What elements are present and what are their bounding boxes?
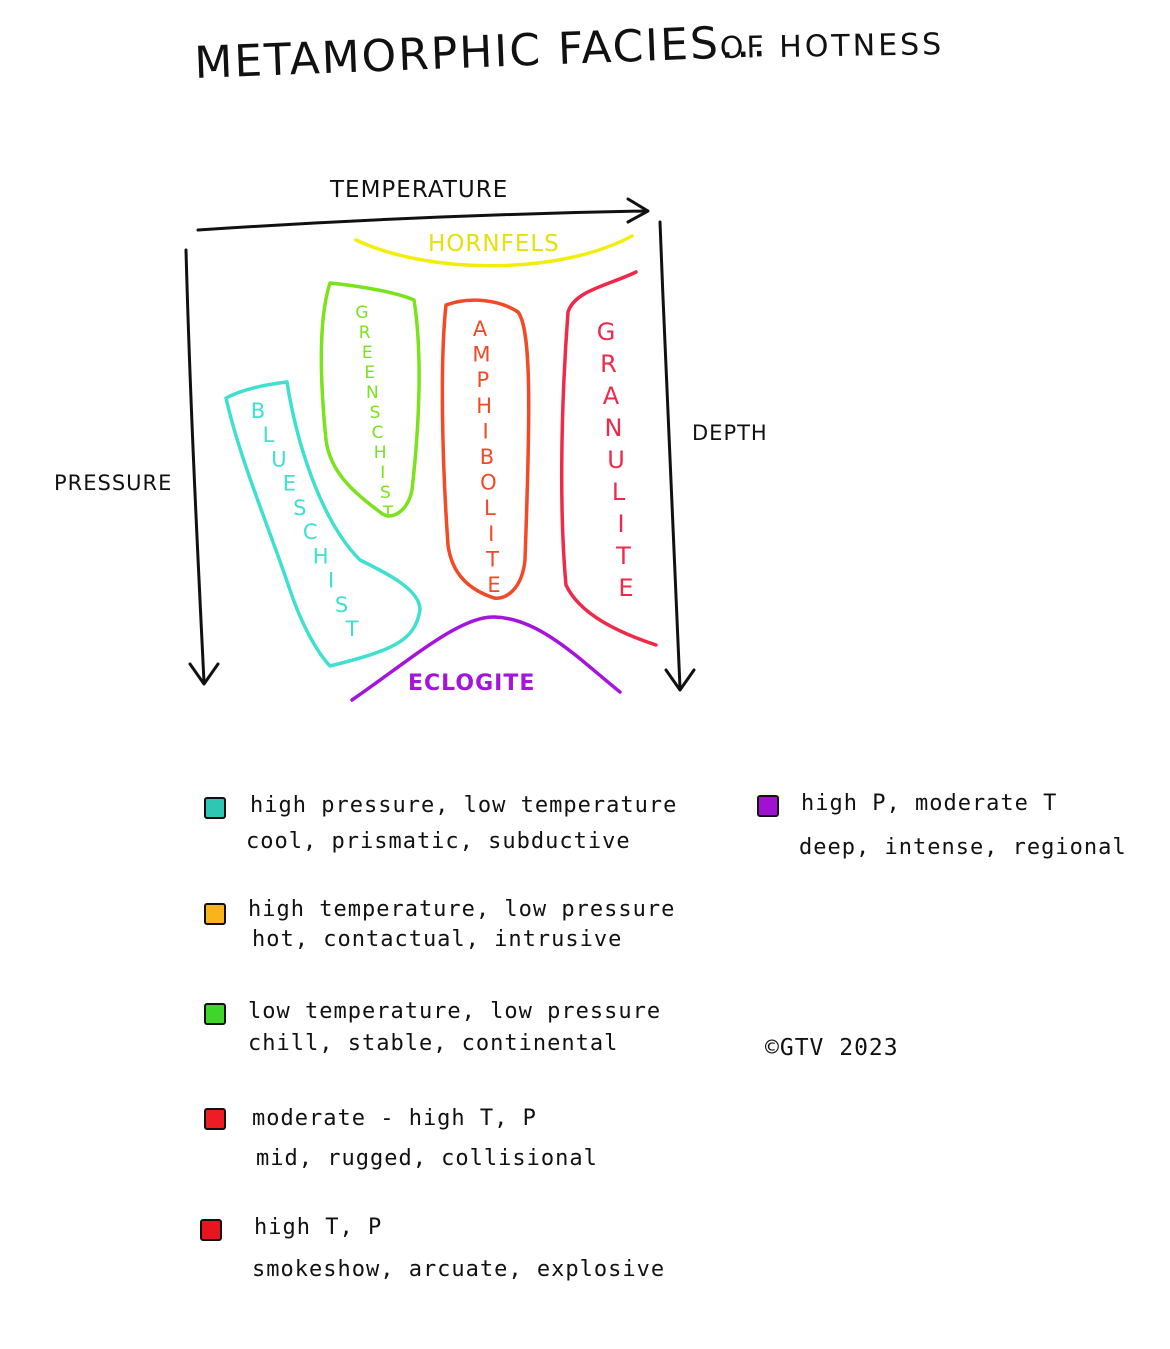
blueschist-letter: E [283,472,296,496]
greenschist-letter: E [362,343,373,363]
page-title: METAMORPHIC FACIES... OF HOTNESS [193,20,945,89]
hornfels-curve [354,234,634,268]
greenschist-letter: N [366,383,379,403]
blueschist-letter: S [335,593,348,617]
granulite-letter: L [612,478,626,506]
greenschist-letter: C [372,423,384,443]
granulite-outline [559,270,658,647]
granulite-letter: T [615,542,631,570]
legend-swatch [204,797,226,819]
copyright: ©GTV 2023 [765,1035,899,1061]
greenschist-letter: E [364,363,375,383]
greenschist-letter: H [374,443,387,463]
greenschist-letter: G [355,303,368,323]
blueschist-letter: U [271,447,286,471]
legend-line2: chill, stable, continental [248,1031,619,1056]
hornfels-zone: HORNFELS [354,231,634,268]
blueschist-letter: T [345,617,359,641]
legend-swatch [204,903,226,925]
amphibolite-letter: T [485,547,499,571]
depth-arrowhead [664,668,696,692]
greenschist-letter: I [380,463,385,483]
legend-line2: mid, rugged, collisional [256,1146,598,1171]
blueschist-letter: I [328,569,334,593]
legend-swatch [204,1108,226,1130]
depth-label: DEPTH [692,421,768,445]
legend-swatch [204,1003,226,1025]
legend-line1: moderate - high T, P [252,1106,537,1131]
title-main: METAMORPHIC FACIES... [193,20,768,89]
legend-swatch [757,795,779,817]
eclogite-zone: ECLOGITE [350,615,622,702]
legend-line2: cool, prismatic, subductive [246,829,631,854]
pressure-axis [184,248,220,686]
amphibolite-letter: H [476,394,492,418]
greenschist-letter: S [370,403,381,423]
legend-line1: high T, P [254,1215,383,1240]
eclogite-curve [350,615,622,702]
amphibolite-letter: A [473,317,488,341]
pressure-arrow [184,248,206,684]
blueschist-letter: L [263,423,275,447]
blueschist-letter: H [313,544,329,568]
blueschist-outline [224,380,422,668]
amphibolite-letter: M [472,343,490,367]
greenschist-outline [319,281,421,518]
legend-line2: smokeshow, arcuate, explosive [252,1257,666,1282]
granulite-letter: R [600,350,617,378]
granulite-letter: U [607,446,625,474]
legend-line2: deep, intense, regional [799,835,1127,860]
legend-line1: low temperature, low pressure [248,999,662,1024]
blueschist-letter: B [251,399,265,423]
granulite-letter: N [605,414,623,442]
greenschist-letter: R [359,323,371,343]
legend-swatch [200,1219,222,1241]
granulite-letter: A [603,382,620,410]
title-sub: OF HOTNESS [720,27,945,66]
temperature-axis [196,197,650,232]
amphibolite-letter: O [480,471,497,495]
depth-axis [658,220,696,692]
legend-line1: high pressure, low temperature [250,793,678,818]
legend-line1: high temperature, low pressure [248,897,676,922]
greenschist-letter: T [382,503,394,523]
amphibolite-outline [440,298,531,600]
legend-line2: hot, contactual, intrusive [252,927,623,952]
amphibolite-letter: I [482,419,488,443]
temperature-arrowhead [626,197,650,224]
pressure-arrowhead [188,662,220,686]
blueschist-letter: S [293,496,306,520]
legend-line1: high P, moderate T [801,791,1058,816]
granulite-letter: E [618,574,633,602]
amphibolite-letter: P [476,368,489,392]
hornfels-label: HORNFELS [428,231,560,257]
amphibolite-letter: L [484,496,496,520]
greenschist-letter: S [380,483,391,503]
amphibolite-letter: B [480,445,494,469]
amphibolite-letter: E [487,573,500,597]
pressure-label: PRESSURE [54,471,172,495]
granulite-letter: I [617,510,624,538]
temperature-arrow [196,209,648,232]
eclogite-label: ECLOGITE [408,671,535,696]
depth-arrow [658,220,682,690]
granulite-letter: G [597,318,616,346]
facies-diagram: TEMPERATURE PRESSURE DEPTH HORNFELS GREE… [54,177,768,702]
temperature-label: TEMPERATURE [329,177,508,203]
blueschist-letter: C [303,520,318,544]
amphibolite-letter: I [488,522,494,546]
